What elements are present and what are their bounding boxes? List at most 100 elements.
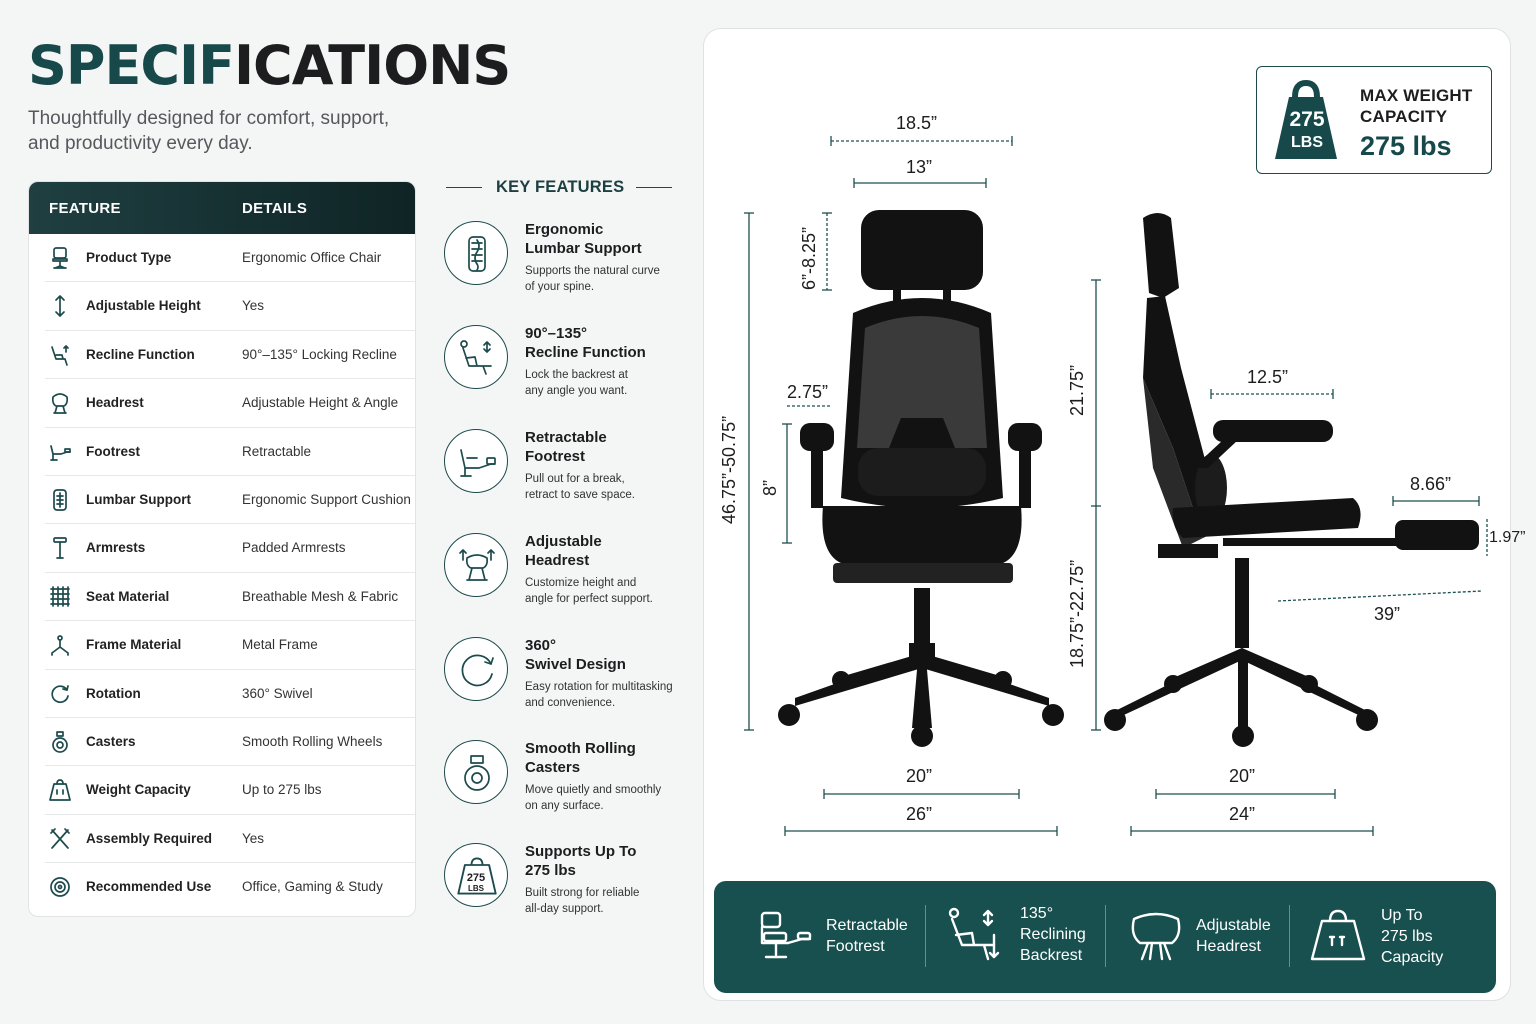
mesh-icon [49,585,71,609]
highlight-footrest: Retractable Footrest [754,881,924,993]
side-chair-illustration [1104,213,1479,747]
highlight-capacity-line-1: Up To [1381,907,1423,924]
key-features-heading: KEY FEATURES [446,177,672,197]
dim-headrest-width: 18.5” [896,113,938,133]
col-feature-header: FEATURE [49,200,121,217]
front-caster-4 [832,671,850,689]
dim-seat-height: 18.75”-22.75” [1067,559,1087,668]
side-leg-5 [1242,648,1311,686]
side-lumbar-cushion [1195,454,1227,522]
chair-diagram [744,136,1488,836]
key-feature-desc-line-1: Built strong for reliable [525,887,640,899]
feature-name: Adjustable Height [86,298,201,314]
feature-name: Casters [86,733,136,749]
feature-highlight-bar: Retractable Footrest 135° Reclining Back… [714,881,1496,993]
dim-footrest-thick: 1.97” [1489,529,1526,546]
key-feature-desc-line-1: Lock the backrest at [525,369,628,381]
side-caster-1 [1104,709,1126,731]
highlight-capacity-line-2: 275 lbs [1381,928,1433,945]
lumbar-icon [49,488,71,512]
armrest-icon [49,536,71,560]
table-row: Headrest Adjustable Height & Angle [45,379,415,428]
dim-front-overall: 26” [906,804,933,824]
feature-details: Breathable Mesh & Fabric [242,588,399,604]
highlight-footrest-text: Retractable Footrest [826,915,908,957]
page-title: SPECIFICATIONS [28,34,511,98]
weight-label-line-2: CAPACITY [1360,107,1448,126]
side-headrest [1143,213,1179,298]
weight-bag-number: 275 [1289,108,1325,131]
recline-icon [444,325,508,389]
key-feature-title: 90°–135°Recline Function [525,324,695,362]
feature-details: Metal Frame [242,637,318,653]
feature-name: Headrest [86,395,144,411]
caster-icon [444,740,508,804]
weight-icon [1310,909,1366,961]
feature-details: Office, Gaming & Study [242,879,383,895]
headrest-icon [444,533,508,597]
feature-details: Yes [242,830,265,846]
title-part-1: SPECIF [28,34,235,97]
key-feature-title-line-1: Supports Up To [525,843,637,860]
dim-footrest-extend: 39” [1374,604,1401,624]
dim-seat-depth: 12.5” [1247,367,1289,387]
highlight-recline-line-3: Backrest [1020,947,1083,964]
highlight-recline-line-1: 135° [1020,905,1054,922]
key-feature-title-line-2: 275 lbs [525,862,576,879]
weight-bag-icon [1275,79,1337,159]
key-feature-title: 360°Swivel Design [525,636,695,674]
dim-line-footrest-extend [1277,590,1483,602]
recline-icon [49,343,71,367]
chair-icon [49,246,71,270]
key-feature-title-line-1: Ergonomic [525,221,604,238]
highlight-headrest-line-2: Headrest [1196,938,1261,955]
vertical-arrows-icon [49,294,71,318]
target-icon [49,875,71,899]
front-leg-5 [922,653,1007,686]
weight-badge-unit: LBS [468,884,484,893]
front-backrest-mesh [857,316,987,448]
front-arm-support-left [811,448,823,508]
front-gas-column [914,588,930,648]
feature-details: Adjustable Height & Angle [242,395,399,411]
dimension-lines [744,136,1488,836]
highlight-footrest-line-2: Footrest [826,938,885,955]
headrest-icon [1131,912,1181,961]
page-subtitle: Thoughtfully designed for comfort, suppo… [28,106,448,156]
front-seat [822,506,1022,563]
title-part-2: ICATIONS [233,34,511,97]
key-feature-title-line-1: 90°–135° [525,325,588,342]
key-feature-desc-line-2: on any surface. [525,800,604,812]
heading-rule-left [446,187,482,188]
feature-details: Padded Armrests [242,540,346,556]
key-feature-title-line-2: Footrest [525,448,585,465]
front-caster-2 [1042,704,1064,726]
recline-icon [948,907,1000,961]
feature-details: 360° Swivel [242,685,313,701]
side-caster-3 [1232,725,1254,747]
front-arm-support-right [1019,448,1031,508]
feature-name: Lumbar Support [86,491,191,507]
weight-label: MAX WEIGHT CAPACITY [1360,85,1473,127]
feature-name: Armrests [86,540,146,556]
front-headrest-post-left [893,284,901,310]
highlight-footrest-line-1: Retractable [826,917,908,934]
side-footrest-pad [1395,520,1479,550]
weight-bag-unit: LBS [1291,134,1323,151]
highlight-recline: 135° Reclining Backrest [944,881,1104,993]
key-feature-title-line-2: Headrest [525,552,590,569]
key-feature-desc: Pull out for a break,retract to save spa… [525,471,695,503]
